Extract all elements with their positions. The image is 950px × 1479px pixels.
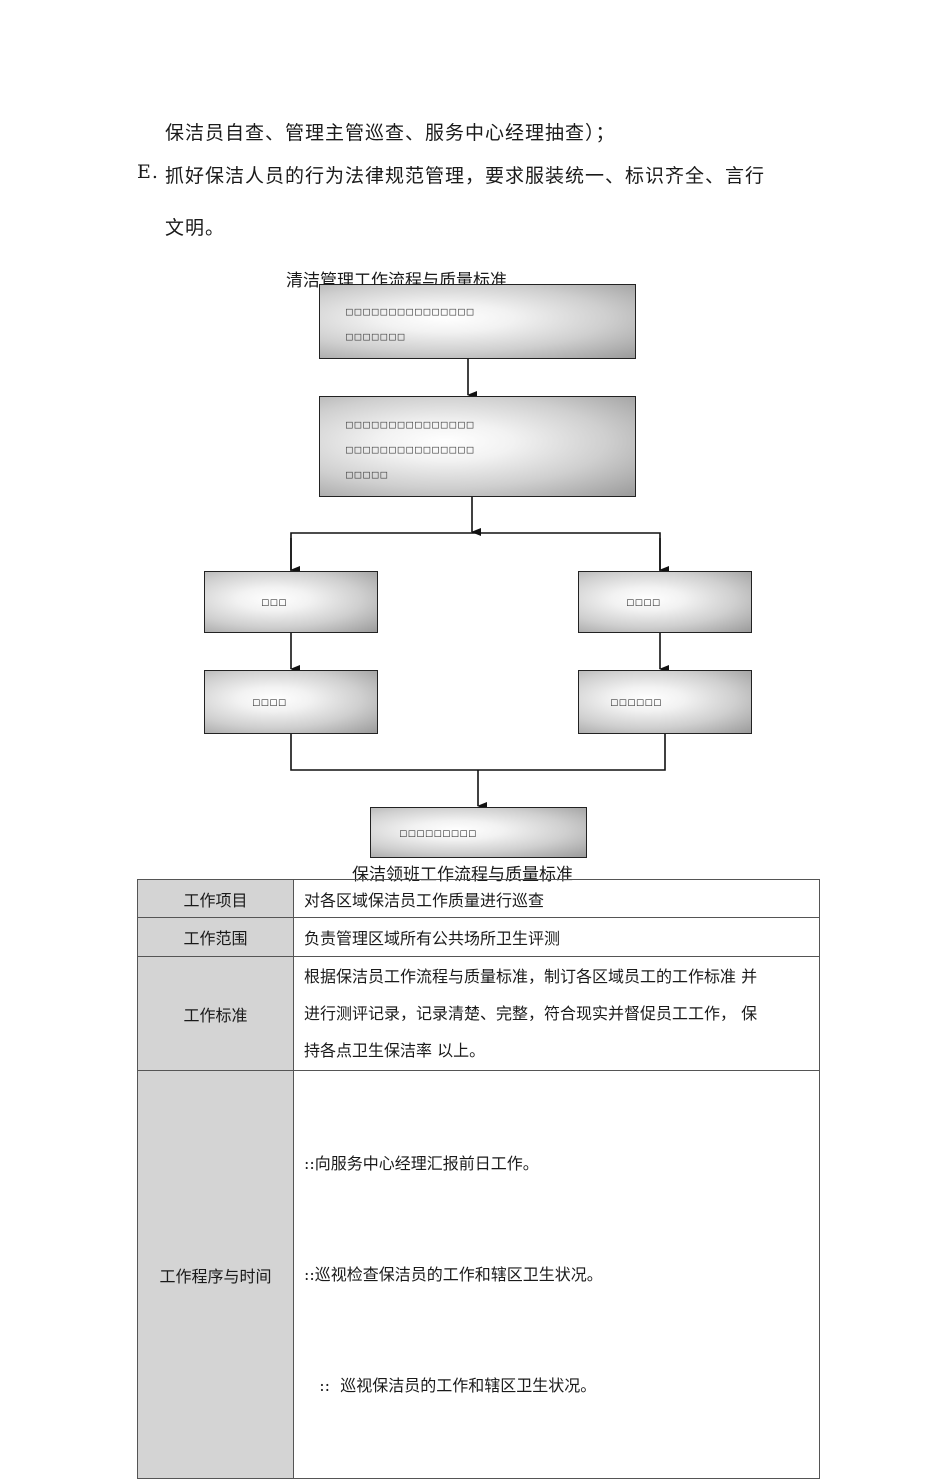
list-item-e-text: 抓好保洁人员的行为法律规范管理，要求服装统一、标识齐全、言行: [165, 165, 766, 187]
flow-box-2-line-1: □□□□□□□□□□□□□□□: [346, 418, 476, 431]
row-value-line: 进行测评记录，记录清楚、完整，符合现实并督促员工工作， 保: [304, 1004, 758, 1023]
merge-line: [290, 733, 666, 771]
flow-box-left-top-label: □□□: [262, 595, 288, 609]
row-value: 对各区域保洁员工作质量进行巡查: [293, 879, 820, 918]
flow-box-2-line-3: □□□□□: [346, 468, 390, 481]
row-value-line: ::向服务中心经理汇报前日工作。: [304, 1154, 539, 1173]
row-header: 工作项目: [137, 879, 294, 918]
flow-box-1-line-1: □□□□□□□□□□□□□□□: [346, 305, 476, 318]
row-value-line: 对各区域保洁员工作质量进行巡查: [304, 890, 545, 910]
flow-box-right-bottom: □□□□□□: [578, 670, 752, 734]
table-row: 工作项目 对各区域保洁员工作质量进行巡查: [137, 879, 820, 918]
flow-box-right-top: □□□□: [578, 571, 752, 633]
flow-box-right-bottom-label: □□□□□□: [611, 695, 663, 709]
row-value-line: :: 巡视保洁员的工作和辖区卫生状况。: [304, 1376, 597, 1395]
flow-box-left-top: □□□: [204, 571, 378, 633]
flow-box-1: □□□□□□□□□□□□□□□ □□□□□□□: [319, 284, 636, 359]
flowchart-connectors: [290, 358, 669, 810]
table-row: 工作标准 根据保洁员工作流程与质量标准，制订各区域员工的工作标准 并 进行测评记…: [137, 956, 820, 1071]
work-standards-table: 工作项目 对各区域保洁员工作质量进行巡查 工作范围 负责管理区域所有公共场所卫生…: [137, 879, 820, 1479]
row-value-line: 根据保洁员工作流程与质量标准，制订各区域员工的工作标准 并: [304, 967, 758, 986]
row-value-line: 负责管理区域所有公共场所卫生评测: [304, 929, 561, 948]
flow-box-final: □□□□□□□□□: [370, 807, 587, 858]
split-line: [290, 532, 661, 571]
row-header: 工作程序与时间: [137, 1070, 294, 1479]
row-value: 根据保洁员工作流程与质量标准，制订各区域员工的工作标准 并 进行测评记录，记录清…: [293, 956, 820, 1071]
table-row: 工作范围 负责管理区域所有公共场所卫生评测: [137, 917, 820, 957]
flow-box-right-top-label: □□□□: [627, 595, 662, 609]
row-value: ::向服务中心经理汇报前日工作。 ::巡视检查保洁员的工作和辖区卫生状况。 ::…: [293, 1070, 820, 1479]
flow-box-left-bottom-label: □□□□: [253, 695, 288, 709]
row-value-line: 持各点卫生保洁率 以上。: [304, 1041, 486, 1060]
flow-box-2-line-2: □□□□□□□□□□□□□□□: [346, 443, 476, 456]
flow-box-2: □□□□□□□□□□□□□□□ □□□□□□□□□□□□□□□ □□□□□: [319, 396, 636, 497]
list-item-e-continuation: 文明。: [165, 217, 226, 239]
table-row: 工作程序与时间 ::向服务中心经理汇报前日工作。 ::巡视检查保洁员的工作和辖区…: [137, 1070, 820, 1479]
flow-box-left-bottom: □□□□: [204, 670, 378, 734]
row-value-line: ::巡视检查保洁员的工作和辖区卫生状况。: [304, 1265, 603, 1284]
flow-box-final-label: □□□□□□□□□: [400, 826, 478, 839]
row-header: 工作范围: [137, 917, 294, 957]
flow-box-1-line-2: □□□□□□□: [346, 330, 407, 343]
paragraph-line: 保洁员自查、管理主管巡查、服务中心经理抽查）；: [165, 122, 616, 144]
row-value: 负责管理区域所有公共场所卫生评测: [293, 917, 820, 957]
row-header: 工作标准: [137, 956, 294, 1071]
list-marker-e: E.: [137, 161, 159, 183]
